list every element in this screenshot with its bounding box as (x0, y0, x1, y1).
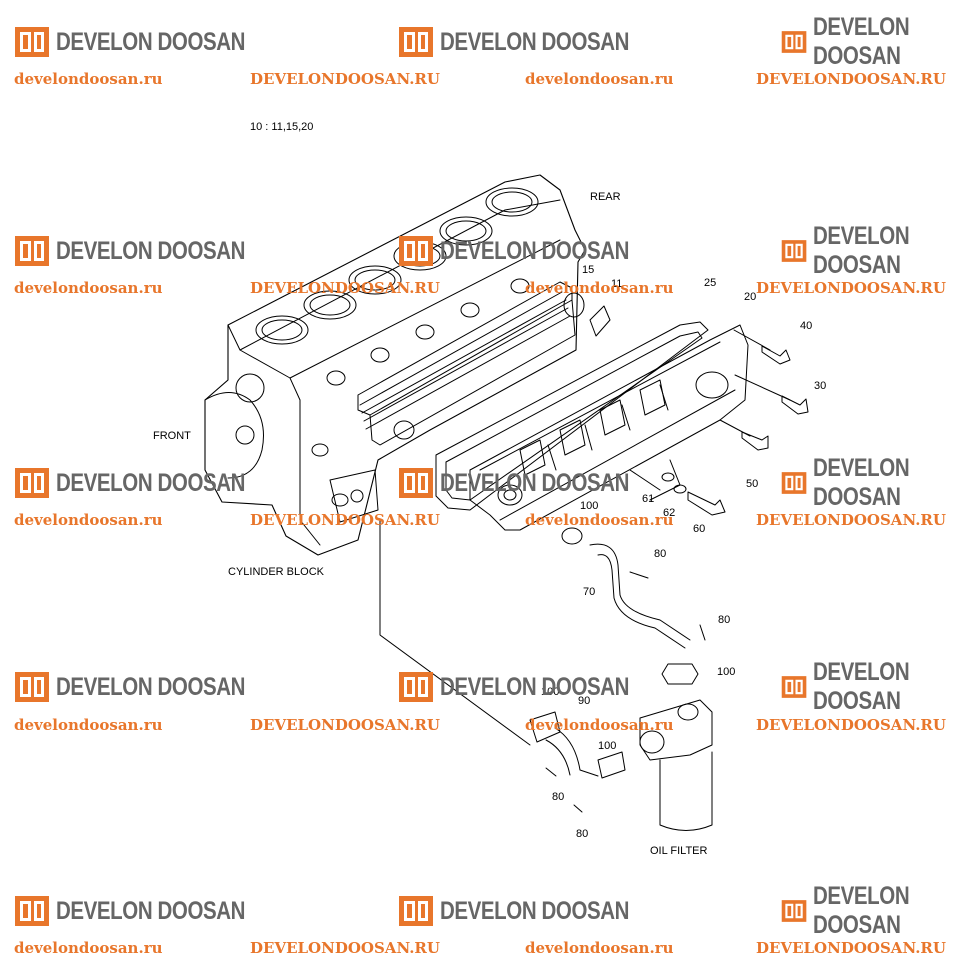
watermark-logo: DEVELON DOOSAN (781, 454, 980, 511)
watermark-brand: DEVELON DOOSAN (813, 454, 910, 511)
watermark-logo: DEVELON DOOSAN (398, 234, 671, 268)
develon-logo-icon (15, 236, 49, 266)
part-number-100-b: 100 (717, 666, 736, 678)
part-number-70: 70 (583, 586, 596, 598)
part-number-80-c: 80 (552, 791, 565, 803)
develon-logo-icon (781, 900, 807, 922)
watermark-url: DEVELONDOOSAN.RU (756, 716, 946, 734)
watermark-url: DEVELONDOOSAN.RU (756, 279, 946, 297)
watermark-url: develondoosan.ru (14, 511, 163, 529)
watermark-brand: DEVELON DOOSAN (56, 672, 246, 701)
part-number-61: 61 (642, 493, 655, 505)
part-number-20: 20 (744, 291, 757, 303)
watermark-brand: DEVELON DOOSAN (440, 468, 630, 497)
part-number-80-b: 80 (718, 614, 731, 626)
watermark-url: develondoosan.ru (14, 716, 163, 734)
watermark-logo: DEVELON DOOSAN (781, 658, 980, 715)
watermark-url: develondoosan.ru (14, 939, 163, 957)
watermark-url: develondoosan.ru (525, 70, 674, 88)
watermark-logo: DEVELON DOOSAN (398, 466, 671, 500)
part-number-100-d: 100 (598, 740, 617, 752)
develon-logo-icon (15, 896, 49, 926)
watermark-url: DEVELONDOOSAN.RU (250, 70, 440, 88)
oil-cooler-core-drawing (357, 281, 611, 446)
watermark-brand: DEVELON DOOSAN (56, 236, 246, 265)
watermark-logo: DEVELON DOOSAN (398, 25, 671, 59)
watermark-brand: DEVELON DOOSAN (440, 896, 630, 925)
part-number-30: 30 (814, 380, 827, 392)
watermark-logo: DEVELON DOOSAN (14, 670, 287, 704)
watermark-url: DEVELONDOOSAN.RU (250, 716, 440, 734)
part-number-80-a: 80 (654, 548, 667, 560)
watermark-url: develondoosan.ru (14, 279, 163, 297)
watermark-brand: DEVELON DOOSAN (813, 882, 910, 939)
develon-logo-icon (399, 896, 433, 926)
part-number-90: 90 (578, 695, 591, 707)
develon-logo-icon (781, 31, 807, 53)
watermark-brand: DEVELON DOOSAN (813, 658, 910, 715)
watermark-logo: DEVELON DOOSAN (14, 466, 287, 500)
front-label: FRONT (153, 430, 191, 442)
part-number-25: 25 (704, 277, 717, 289)
watermark-url: DEVELONDOOSAN.RU (250, 279, 440, 297)
watermark-url: develondoosan.ru (14, 70, 163, 88)
cylinder-block-label: CYLINDER BLOCK (228, 566, 324, 578)
watermark-logo: DEVELON DOOSAN (398, 670, 671, 704)
part-number-40: 40 (800, 320, 813, 332)
watermark-brand: DEVELON DOOSAN (440, 672, 630, 701)
oil-filter-label: OIL FILTER (650, 845, 708, 857)
part-number-60: 60 (693, 523, 706, 535)
gasket-drawing (435, 321, 709, 511)
part-number-80-d: 80 (576, 828, 589, 840)
develon-logo-icon (15, 672, 49, 702)
part-number-100-c: 100 (541, 686, 560, 698)
watermark-brand: DEVELON DOOSAN (813, 13, 910, 70)
watermark-url: develondoosan.ru (525, 279, 674, 297)
code-note: 10 : 11,15,20 (250, 121, 314, 133)
develon-logo-icon (15, 468, 49, 498)
oil-piping-drawing (379, 519, 713, 831)
watermark-url: develondoosan.ru (525, 939, 674, 957)
watermark-logo: DEVELON DOOSAN (14, 234, 287, 268)
watermark-brand: DEVELON DOOSAN (813, 222, 910, 279)
develon-logo-icon (399, 27, 433, 57)
watermark-logo: DEVELON DOOSAN (14, 25, 287, 59)
watermark-url: DEVELONDOOSAN.RU (250, 939, 440, 957)
part-number-62: 62 (663, 507, 676, 519)
watermark-logo: DEVELON DOOSAN (14, 894, 287, 928)
watermark-url: develondoosan.ru (525, 511, 674, 529)
watermark-brand: DEVELON DOOSAN (56, 27, 246, 56)
watermark-url: DEVELONDOOSAN.RU (756, 939, 946, 957)
develon-logo-icon (399, 672, 433, 702)
watermark-logo: DEVELON DOOSAN (398, 894, 671, 928)
watermark-url: DEVELONDOOSAN.RU (250, 511, 440, 529)
part-number-50: 50 (746, 478, 759, 490)
develon-logo-icon (781, 472, 807, 494)
watermark-logo: DEVELON DOOSAN (781, 222, 980, 279)
watermark-url: DEVELONDOOSAN.RU (756, 511, 946, 529)
develon-logo-icon (15, 27, 49, 57)
rear-label: REAR (590, 191, 621, 203)
part-number-100-a: 100 (580, 500, 599, 512)
part-number-15: 15 (582, 264, 595, 276)
watermark-brand: DEVELON DOOSAN (56, 468, 246, 497)
watermark-url: DEVELONDOOSAN.RU (756, 70, 946, 88)
develon-logo-icon (399, 468, 433, 498)
bolts-drawing (629, 329, 809, 516)
watermark-brand: DEVELON DOOSAN (56, 896, 246, 925)
watermark-url: develondoosan.ru (525, 716, 674, 734)
watermark-brand: DEVELON DOOSAN (440, 27, 630, 56)
develon-logo-icon (781, 676, 807, 698)
develon-logo-icon (399, 236, 433, 266)
watermark-logo: DEVELON DOOSAN (781, 13, 980, 70)
part-number-11: 11 (611, 278, 623, 290)
watermark-logo: DEVELON DOOSAN (781, 882, 980, 939)
watermark-brand: DEVELON DOOSAN (440, 236, 630, 265)
develon-logo-icon (781, 240, 807, 262)
